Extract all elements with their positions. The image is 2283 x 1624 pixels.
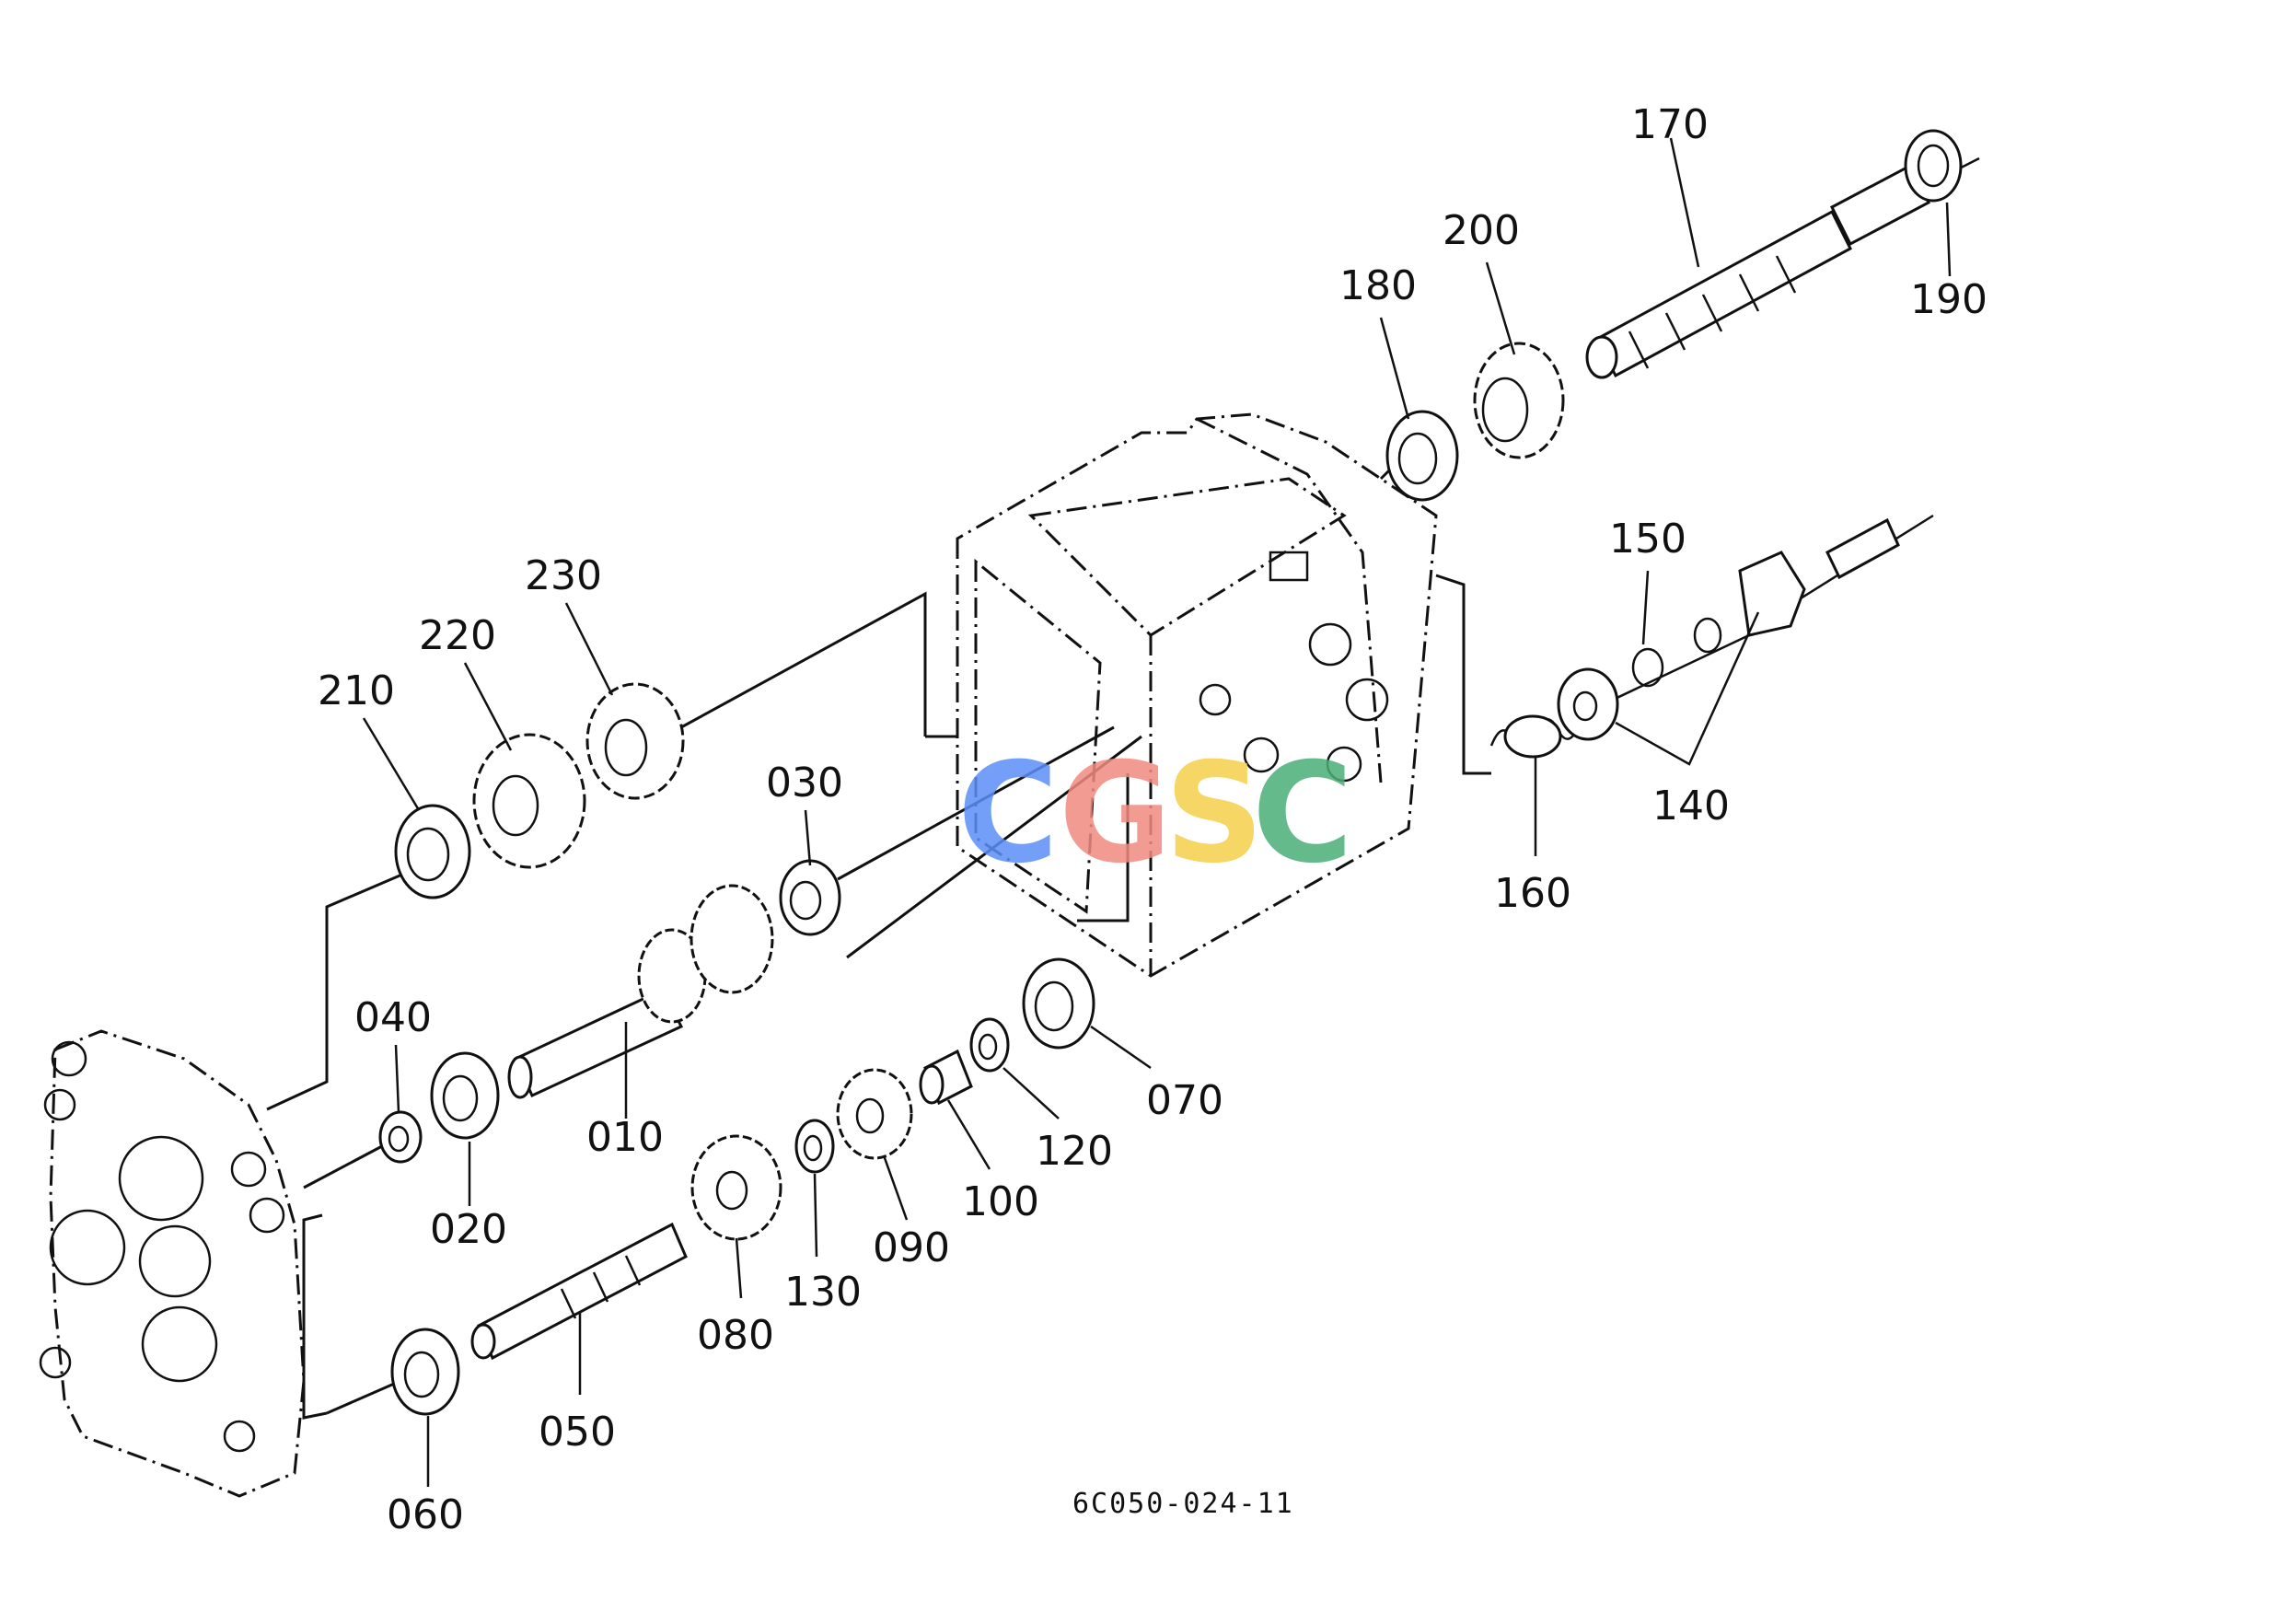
- bearing-070: [1022, 957, 1095, 1050]
- bearing-210: [394, 804, 471, 899]
- part-label-100: 100: [962, 1178, 1039, 1225]
- part-label-010: 010: [586, 1114, 664, 1161]
- shaft-010: [507, 884, 774, 1099]
- part-label-230: 230: [525, 552, 602, 599]
- part-label-020: 020: [430, 1206, 507, 1253]
- leader-200: [1485, 261, 1516, 355]
- watermark-letter-2: G: [1059, 734, 1172, 894]
- gear-090: [836, 1068, 913, 1160]
- pin: [1825, 517, 1900, 580]
- part-label-150: 150: [1609, 516, 1686, 563]
- bearing-030: [779, 859, 841, 936]
- part-label-060: 060: [387, 1491, 464, 1538]
- bearing-020: [430, 1051, 500, 1140]
- part-label-140: 140: [1652, 783, 1730, 829]
- part-label-220: 220: [419, 612, 496, 659]
- part-label-070: 070: [1146, 1077, 1223, 1124]
- transmission-case: [956, 412, 1438, 978]
- leader-040: [394, 1044, 400, 1113]
- gear-220: [472, 733, 586, 869]
- leader-190: [1945, 202, 1952, 277]
- front-housing: [39, 1029, 306, 1498]
- watermark-letter-4: C: [1252, 734, 1353, 894]
- watermark-letter-3: S: [1165, 734, 1264, 894]
- part-label-030: 030: [766, 760, 843, 806]
- snap-ring-150: [1631, 617, 1722, 688]
- leader-lines: [362, 137, 1952, 1487]
- washer-130: [794, 1119, 835, 1174]
- leader-090: [882, 1154, 909, 1221]
- shaft-050: [470, 1222, 688, 1361]
- leader-150: [1641, 570, 1650, 645]
- leader-100: [946, 1099, 991, 1170]
- leader-230: [564, 602, 614, 696]
- leader-030: [804, 809, 812, 866]
- spring-160: [1489, 714, 1582, 759]
- leader-070: [1090, 1025, 1152, 1070]
- watermark-letter-1: C: [957, 734, 1059, 894]
- parts: [378, 129, 1980, 1416]
- washer-120: [969, 1017, 1010, 1073]
- part-label-130: 130: [784, 1269, 862, 1316]
- bearing-190: [1904, 129, 1963, 203]
- part-label-190: 190: [1910, 276, 1987, 323]
- part-label-200: 200: [1443, 207, 1520, 254]
- leader-210: [362, 717, 421, 811]
- bearing-180: [1385, 410, 1459, 502]
- leader-080: [735, 1237, 743, 1299]
- gear-200: [1473, 342, 1565, 459]
- leader-180: [1379, 317, 1410, 420]
- leader-130: [813, 1173, 818, 1258]
- needle-bearing-100: [919, 1049, 973, 1106]
- part-label-050: 050: [539, 1409, 616, 1456]
- shaft-170: [1585, 157, 1980, 379]
- part-label-120: 120: [1036, 1128, 1113, 1175]
- part-labels: 170 190 200 180 150 140 160 230 220 210 …: [318, 101, 1987, 1538]
- part-label-210: 210: [318, 667, 395, 714]
- leader-140: [1615, 611, 1760, 766]
- fork-140: [1557, 551, 1806, 741]
- leader-120: [1002, 1067, 1060, 1119]
- gear-080: [690, 1134, 782, 1241]
- gear-230: [585, 682, 685, 800]
- bearing-060: [390, 1328, 460, 1416]
- leader-220: [463, 662, 513, 751]
- part-label-170: 170: [1631, 101, 1709, 148]
- part-label-040: 040: [354, 994, 432, 1041]
- diagram-code: 6C050-024-11: [1072, 1488, 1294, 1520]
- part-label-090: 090: [873, 1224, 950, 1271]
- leader-170: [1669, 137, 1700, 268]
- part-label-180: 180: [1339, 262, 1417, 309]
- reference-lines: [266, 468, 1934, 1420]
- watermark: C G S C: [957, 734, 1353, 894]
- part-label-160: 160: [1494, 870, 1571, 917]
- washer-040: [378, 1110, 423, 1164]
- part-label-080: 080: [697, 1312, 774, 1359]
